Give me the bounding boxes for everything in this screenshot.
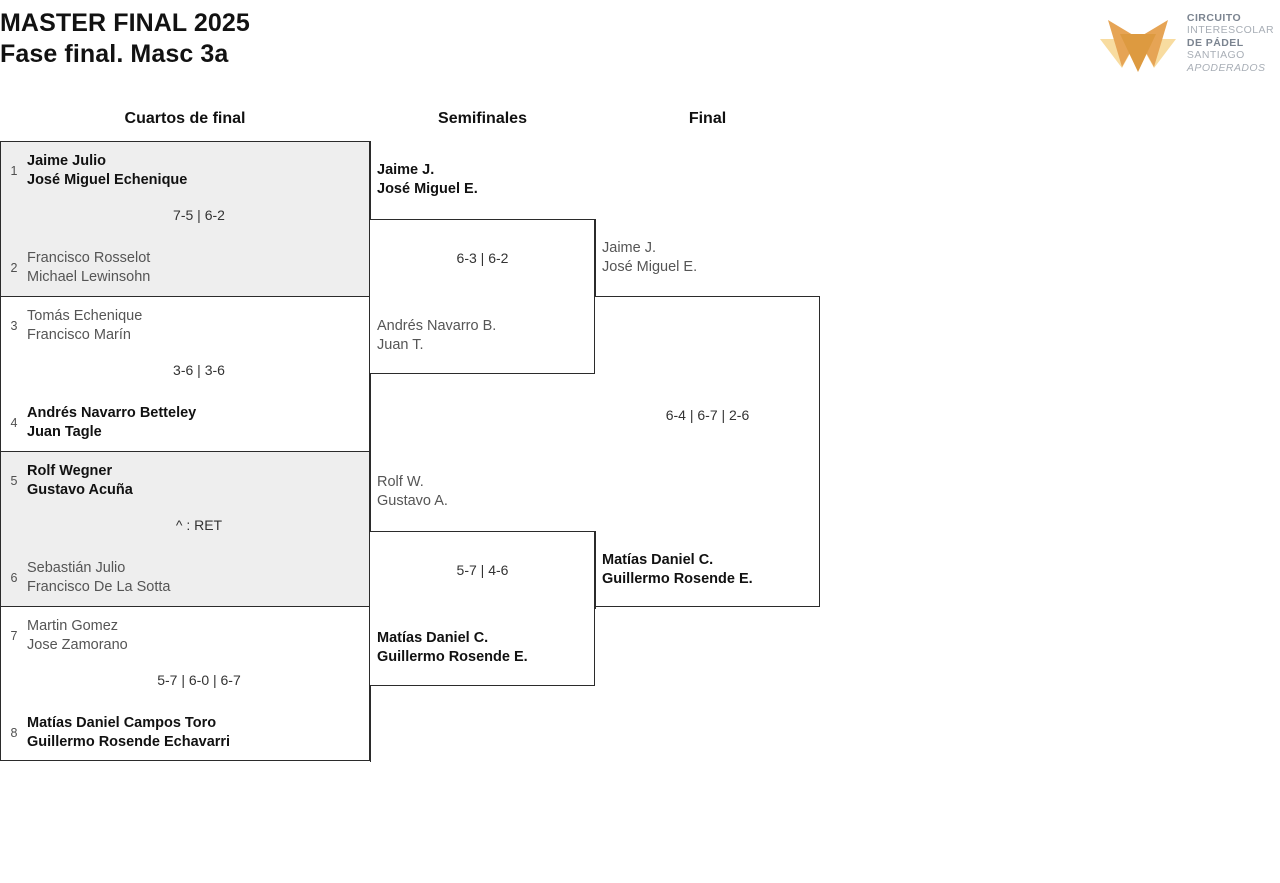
logo-line-2: INTERESCOLAR [1186, 24, 1274, 37]
match-score: 6-3 | 6-2 [456, 250, 509, 266]
team-slot[interactable]: 4 Andrés Navarro Betteley Juan Tagle [1, 400, 371, 446]
player-name: Martin Gomez [27, 617, 119, 634]
seed-number: 7 [10, 629, 18, 643]
player-name: Guillermo Rosende Echavarri [27, 734, 231, 750]
player-name: Jaime J. [602, 240, 656, 256]
player-name: Gustavo A. [377, 493, 448, 510]
match-score: ^ : RET [175, 517, 223, 533]
team-names: Tomás Echenique Francisco Marín [27, 307, 142, 345]
team-names: Matías Daniel Campos Toro Guillermo Rose… [27, 714, 230, 752]
match-score: 5-7 | 6-0 | 6-7 [157, 672, 241, 688]
seed-number: 3 [10, 319, 18, 333]
logo-line-3: DE PÁDEL [1186, 36, 1244, 49]
bracket-connector [595, 219, 596, 297]
round-header-final: Final [688, 110, 727, 127]
seed-number: 6 [10, 571, 18, 585]
team-slot[interactable]: 8 Matías Daniel Campos Toro Guillermo Ro… [1, 710, 371, 756]
player-name: Jaime Julio [27, 152, 106, 169]
match-score: 5-7 | 4-6 [456, 562, 509, 578]
seed-number: 1 [10, 164, 18, 178]
player-name: Michael Lewinsohn [27, 269, 151, 285]
padel-arrow-logo-icon [1099, 20, 1176, 72]
match-semifinal-2[interactable]: 5-7 | 4-6 [370, 531, 595, 686]
match-quarterfinal-1[interactable]: 1 Jaime Julio José Miguel Echenique 7-5 … [0, 141, 370, 296]
player-name: Jaime J. [377, 162, 435, 178]
team-names: Jaime Julio José Miguel Echenique [27, 152, 187, 190]
bracket-connector [370, 686, 371, 762]
team-slot[interactable]: 5 Rolf Wegner Gustavo Acuña [1, 458, 371, 504]
match-quarterfinal-3[interactable]: 5 Rolf Wegner Gustavo Acuña ^ : RET 6 Se… [0, 451, 370, 606]
team-slot[interactable]: 2 Francisco Rosselot Michael Lewinsohn [1, 245, 371, 291]
player-name: José Miguel E. [377, 181, 478, 198]
team-names: Francisco Rosselot Michael Lewinsohn [27, 249, 150, 287]
match-score: 7-5 | 6-2 [173, 207, 225, 223]
team-slot[interactable]: 3 Tomás Echenique Francisco Marín [1, 303, 371, 349]
team-names: Rolf Wegner Gustavo Acuña [27, 462, 133, 500]
player-name: Francisco De La Sotta [27, 579, 171, 595]
player-name: Matías Daniel C. [377, 630, 489, 646]
seed-number: 2 [10, 261, 18, 275]
logo-line-4: SANTIAGO [1186, 49, 1245, 62]
team-slot[interactable]: 1 Jaime Julio José Miguel Echenique [1, 148, 371, 194]
team-names: Andrés Navarro Betteley Juan Tagle [27, 404, 196, 442]
player-name: Juan T. [377, 337, 424, 354]
logo-wordmark: CIRCUITO INTERESCOLAR DE PÁDEL SANTIAGO … [1187, 12, 1274, 74]
player-name: Andrés Navarro Betteley [27, 404, 197, 421]
player-name: Francisco Marín [27, 327, 131, 343]
seed-number: 8 [10, 726, 18, 740]
player-name: José Miguel E. [602, 259, 698, 276]
player-name: José Miguel Echenique [27, 172, 188, 188]
round-header-semifinals: Semifinales [438, 110, 527, 127]
player-name: Juan Tagle [27, 424, 102, 440]
player-name: Jose Zamorano [27, 637, 128, 653]
logo-line-5: APODERADOS [1186, 61, 1266, 74]
match-final[interactable]: 6-4 | 6-7 | 2-6 [595, 296, 820, 607]
team-names: Martin Gomez Jose Zamorano [27, 617, 128, 655]
player-name: Matías Daniel C. [602, 552, 714, 568]
seed-number: 4 [10, 416, 18, 430]
bracket-connector [370, 141, 371, 220]
match-score: 3-6 | 3-6 [173, 362, 225, 378]
player-name: Tomás Echenique [27, 307, 143, 324]
team-slot[interactable]: Jaime J. José Miguel E. [602, 239, 832, 277]
bracket-connector [370, 374, 371, 454]
title-line-2: Fase final. Masc 3a [0, 39, 229, 68]
team-slot[interactable]: Matías Daniel C. Guillermo Rosende E. [377, 629, 602, 667]
team-slot[interactable]: 6 Sebastián Julio Francisco De La Sotta [1, 555, 371, 601]
match-quarterfinal-4[interactable]: 7 Martin Gomez Jose Zamorano 5-7 | 6-0 |… [0, 606, 370, 761]
round-header-quarterfinals: Cuartos de final [124, 110, 246, 127]
seed-number: 5 [10, 474, 18, 488]
player-name: Andrés Navarro B. [377, 318, 497, 334]
page-header: MASTER FINAL 2025 Fase final. Masc 3a CI… [0, 0, 1280, 92]
player-name: Guillermo Rosende E. [602, 571, 753, 588]
player-name: Rolf W. [377, 474, 424, 490]
player-name: Sebastián Julio [27, 559, 126, 576]
player-name: Rolf Wegner [27, 462, 113, 479]
team-slot[interactable]: 7 Martin Gomez Jose Zamorano [1, 613, 371, 659]
bracket-connector [370, 453, 371, 532]
player-name: Francisco Rosselot [27, 249, 151, 266]
team-slot[interactable]: Matías Daniel C. Guillermo Rosende E. [602, 551, 832, 589]
match-semifinal-1[interactable]: 6-3 | 6-2 [370, 219, 595, 374]
team-slot[interactable]: Andrés Navarro B. Juan T. [377, 317, 602, 355]
title-line-1: MASTER FINAL 2025 [0, 9, 250, 37]
team-slot[interactable]: Jaime J. José Miguel E. [377, 161, 602, 199]
team-slot[interactable]: Rolf W. Gustavo A. [377, 473, 602, 511]
player-name: Gustavo Acuña [27, 482, 133, 498]
player-name: Guillermo Rosende E. [377, 649, 528, 666]
logo-line-1: CIRCUITO [1186, 12, 1242, 25]
team-names: Sebastián Julio Francisco De La Sotta [27, 559, 170, 597]
match-score: 6-4 | 6-7 | 2-6 [665, 407, 750, 423]
brand-logo: CIRCUITO INTERESCOLAR DE PÁDEL SANTIAGO … [1098, 12, 1274, 74]
bracket-connector [595, 531, 596, 609]
match-quarterfinal-2[interactable]: 3 Tomás Echenique Francisco Marín 3-6 | … [0, 296, 370, 451]
player-name: Matías Daniel Campos Toro [27, 714, 217, 731]
page-title: MASTER FINAL 2025 Fase final. Masc 3a [0, 8, 250, 69]
